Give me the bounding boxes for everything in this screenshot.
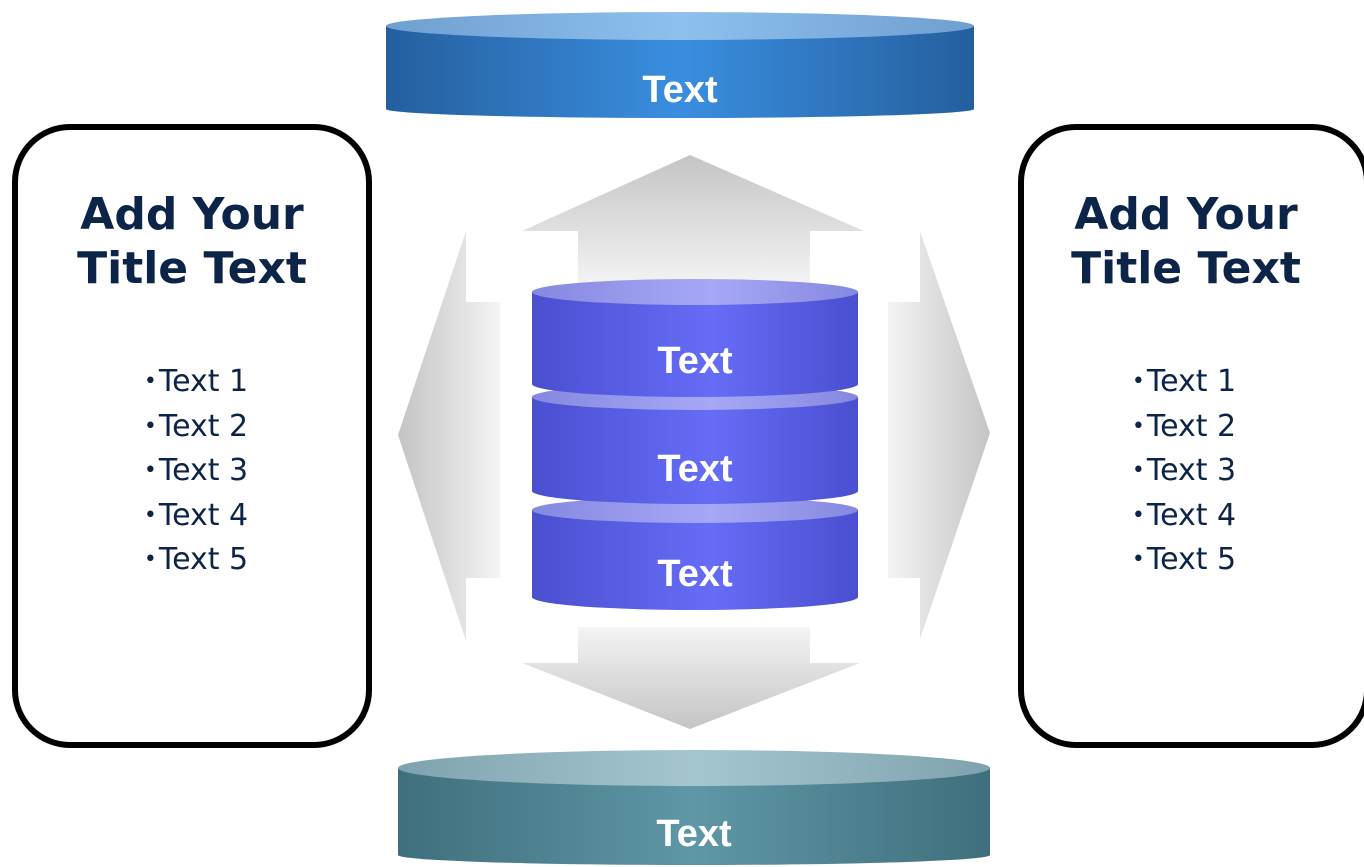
list-item: •Text 1: [1131, 364, 1237, 399]
list-item: •Text 4: [1131, 497, 1237, 533]
bullet-icon: •: [143, 502, 157, 528]
list-item: •Text 3: [1131, 453, 1237, 488]
right-panel-title-line1: Add Your: [1074, 189, 1298, 240]
right-arrow: [888, 231, 990, 639]
bullet-icon: •: [143, 547, 157, 572]
right-panel: Add Your Title Text •Text 1 •Text 2 •Tex…: [1018, 124, 1364, 748]
list-item: •Text 4: [143, 497, 249, 533]
bullet-icon: •: [1131, 502, 1145, 528]
database-segment-2-label: Text: [657, 448, 733, 490]
list-item: •Text 2: [143, 408, 249, 444]
bullet-icon: •: [143, 413, 157, 439]
list-item: •Text 3: [143, 453, 249, 488]
top-disc-label: Text: [642, 69, 718, 111]
top-disc: [386, 12, 974, 118]
right-panel-title: Add Your Title Text: [1024, 188, 1364, 296]
bullet-icon: •: [1131, 547, 1145, 572]
left-panel-title: Add Your Title Text: [18, 188, 366, 296]
database-segment-3: [532, 497, 858, 610]
bottom-disc-label: Text: [656, 813, 732, 855]
right-panel-list: •Text 1 •Text 2 •Text 3 •Text 4 •Text 5: [1024, 360, 1364, 583]
list-item: •Text 1: [143, 364, 249, 399]
left-arrow: [398, 231, 500, 641]
left-panel-list: •Text 1 •Text 2 •Text 3 •Text 4 •Text 5: [18, 360, 366, 583]
list-item: •Text 5: [143, 542, 249, 577]
bullet-icon: •: [143, 458, 157, 483]
right-panel-title-line2: Title Text: [1071, 243, 1301, 294]
bullet-icon: •: [1131, 458, 1145, 483]
left-panel-title-line2: Title Text: [77, 243, 307, 294]
bullet-icon: •: [143, 369, 157, 394]
up-arrow: [522, 155, 864, 286]
bullet-icon: •: [1131, 413, 1145, 439]
database-segment-1: [532, 279, 858, 397]
left-panel: Add Your Title Text •Text 1 •Text 2 •Tex…: [12, 124, 372, 748]
list-item: •Text 5: [1131, 542, 1237, 577]
list-item: •Text 2: [1131, 408, 1237, 444]
down-arrow: [522, 627, 860, 729]
left-panel-title-line1: Add Your: [80, 189, 304, 240]
database-stack: [532, 279, 858, 610]
bottom-disc: [398, 750, 990, 865]
bullet-icon: •: [1131, 369, 1145, 394]
database-segment-3-label: Text: [657, 553, 733, 595]
database-segment-1-label: Text: [657, 340, 733, 382]
